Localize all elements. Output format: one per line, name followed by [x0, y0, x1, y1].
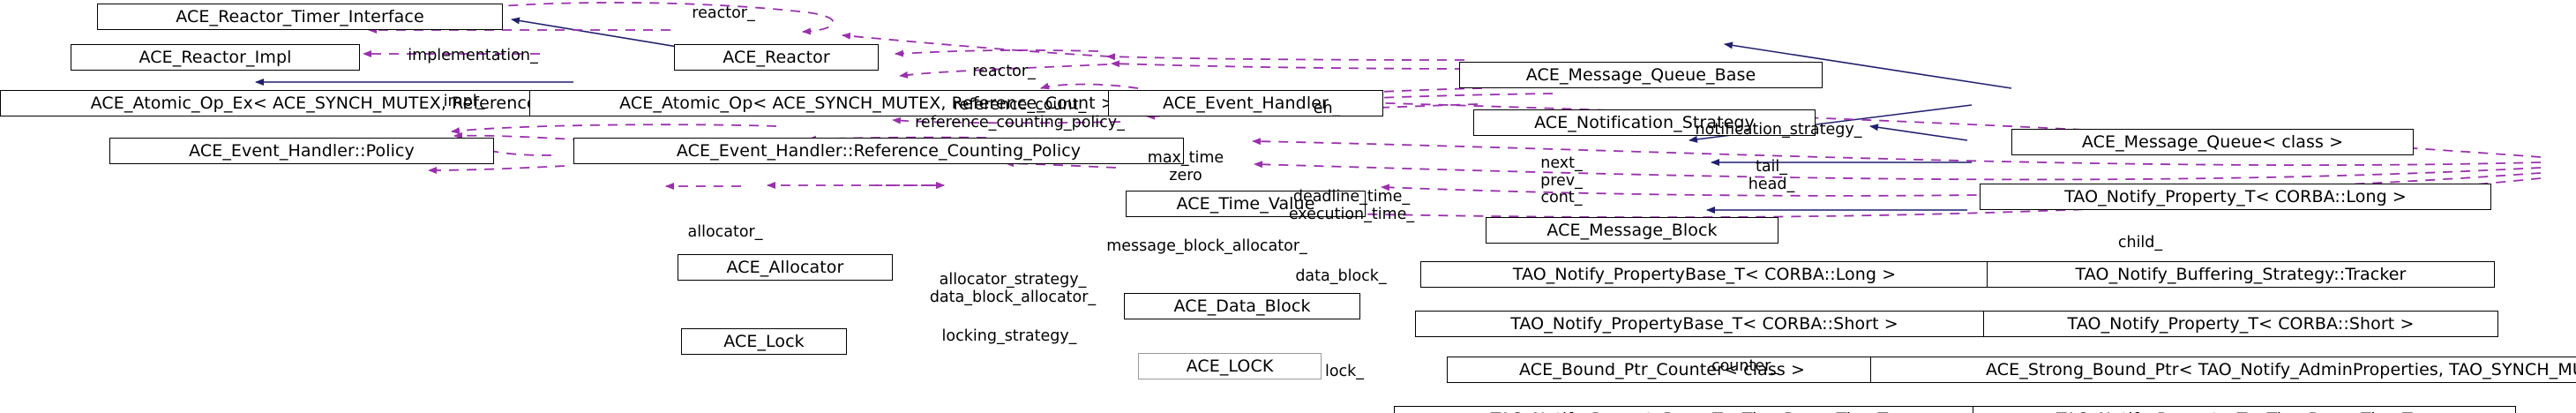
class-node[interactable]: TAO_Notify_PropertyBase_T< CORBA::Short … — [1415, 311, 1994, 337]
class-node[interactable]: ACE_Reactor_Impl — [71, 44, 360, 71]
edge-label: data_block_ — [1295, 267, 1387, 285]
class-node[interactable]: ACE_Message_Queue_Base — [1459, 62, 1823, 88]
edge-label: impl_ — [443, 93, 485, 110]
class-node[interactable]: ACE_Event_Handler::Reference_Counting_Po… — [573, 138, 1184, 164]
edge-label: notification_strategy_ — [1695, 121, 1862, 139]
class-node[interactable]: ACE_Bound_Ptr_Counter< class > — [1447, 357, 1877, 383]
class-node[interactable]: TAO_Notify_Property_T< CORBA::Long > — [1980, 184, 2491, 210]
edge-label: next_ prev_ cont_ — [1540, 154, 1583, 207]
edge-label: reference_count_ reference_counting_poli… — [915, 96, 1125, 131]
class-node[interactable]: ACE_Data_Block — [1124, 293, 1360, 319]
class-node[interactable]: ACE_Notification_Strategy — [1473, 109, 1816, 136]
class-node[interactable]: TAO_Notify_Buffering_Strategy::Tracker — [1987, 261, 2495, 288]
class-node[interactable]: ACE_Time_Value — [1126, 191, 1366, 217]
class-node[interactable]: ACE_Strong_Bound_Ptr< TAO_Notify_AdminPr… — [1870, 357, 2576, 383]
class-node[interactable]: ACE_Reactor_Timer_Interface — [97, 4, 503, 30]
class-node[interactable]: TAO_Notify_PropertyBase_T< TimeBase::Tim… — [1394, 406, 2004, 413]
class-node[interactable]: ACE_Allocator — [678, 254, 893, 281]
class-node[interactable]: ACE_Event_Handler — [1108, 90, 1383, 116]
edge-label: deadline_time_ execution_time_ — [1288, 188, 1415, 223]
class-node[interactable]: ACE_LOCK — [1138, 353, 1322, 379]
edge-label: max_time zero — [1147, 149, 1224, 184]
edge-label: child_ — [2117, 234, 2163, 252]
edge-label: allocator_strategy_ data_block_allocator… — [929, 271, 1097, 306]
class-node[interactable]: ACE_Atomic_Op< ACE_SYNCH_MUTEX, Referenc… — [529, 90, 1205, 116]
class-node[interactable]: TAO_Notify_Property_T< TimeBase::TimeT > — [1973, 406, 2516, 413]
class-node[interactable]: TAO_Notify_PropertyBase_T< CORBA::Long > — [1420, 261, 1988, 288]
edge-label: counter_ — [1711, 357, 1779, 375]
class-node[interactable]: ACE_Lock — [681, 328, 847, 355]
class-node[interactable]: TAO_Notify_Property_T< CORBA::Short > — [1983, 311, 2498, 337]
edge-label: locking_strategy_ — [941, 327, 1077, 345]
edge-label: reactor_ — [972, 63, 1036, 80]
edge-label: eh_ — [1313, 100, 1341, 117]
class-node[interactable]: ACE_Event_Handler::Policy — [109, 138, 494, 164]
edge-label: reactor_ — [692, 4, 755, 22]
edge-label: message_block_allocator_ — [1106, 237, 1307, 255]
edge-label: tail_ head_ — [1748, 158, 1795, 193]
edge-label: allocator_ — [687, 223, 763, 241]
edge-label: implementation_ — [408, 47, 538, 64]
class-node[interactable]: ACE_Reactor — [674, 44, 879, 71]
class-node[interactable]: ACE_Message_Block — [1486, 217, 1778, 244]
class-node[interactable]: ACE_Message_Queue< class > — [2011, 129, 2414, 155]
edge-label: lock_ — [1324, 363, 1365, 380]
